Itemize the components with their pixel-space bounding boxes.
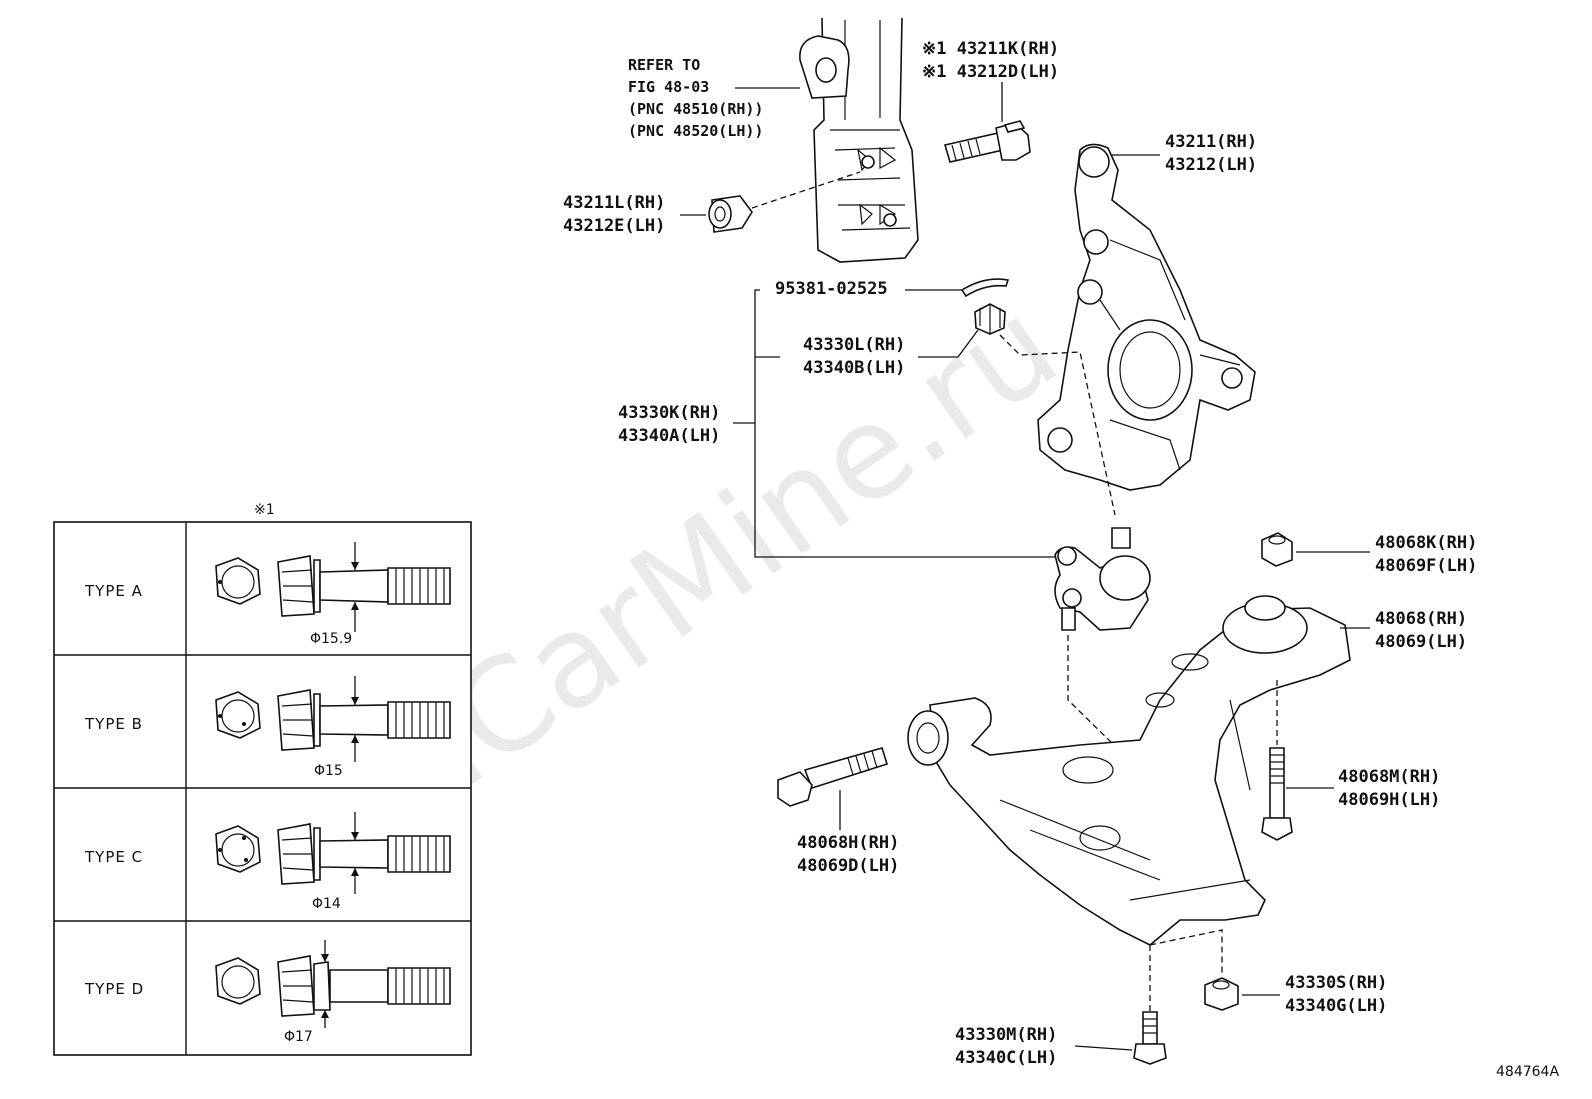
hex-nut-front-icon bbox=[215, 557, 261, 605]
bushing-callout: 43211L(RH) 43212E(LH) bbox=[563, 171, 861, 236]
wheel-bolt-side-icon bbox=[277, 676, 451, 762]
bushing-rh: 43211L(RH) bbox=[563, 193, 665, 213]
steering-knuckle-illustration bbox=[1037, 143, 1256, 491]
wheel-bolt-side-icon bbox=[277, 542, 451, 632]
strut-ref-line-2: FIG 48-03 bbox=[628, 78, 709, 96]
bottom-nut-illustration bbox=[1204, 977, 1239, 1011]
bolt-m-rh: 43330M(RH) bbox=[955, 1025, 1057, 1045]
cotter-pin-label: 95381-02525 bbox=[775, 279, 888, 299]
lower-arm-lh: 48069(LH) bbox=[1375, 632, 1467, 652]
type-label: TYPE C bbox=[84, 848, 143, 866]
bolt-type-table: ※1 TYPE A Φ15.9 bbox=[53, 502, 472, 1056]
table-row: TYPE D Φ17 bbox=[84, 940, 451, 1045]
hex-nut-front-icon bbox=[215, 825, 261, 873]
arm-bolt-h-rh: 48068H(RH) bbox=[797, 833, 899, 853]
arm-bolt-h-callout: 48068H(RH) 48069D(LH) bbox=[797, 790, 899, 876]
diagram-id: 484764A bbox=[1496, 1064, 1559, 1080]
cotter-pin-illustration bbox=[960, 278, 1010, 298]
bottom-bolt-illustration bbox=[1133, 1011, 1167, 1065]
vertical-bolt-illustration bbox=[1261, 747, 1293, 841]
bushing-lh: 43212E(LH) bbox=[563, 216, 665, 236]
hex-nut-front-icon bbox=[215, 691, 261, 739]
table-row: TYPE A Φ15.9 bbox=[84, 542, 451, 647]
arm-nut-illustration bbox=[1261, 532, 1293, 567]
wheel-bolt-side-icon bbox=[277, 812, 451, 894]
type-label: TYPE D bbox=[84, 980, 144, 998]
wheel-bolt-side-icon bbox=[277, 940, 451, 1028]
type-label: TYPE B bbox=[84, 715, 143, 733]
lower-arm-callout: 48068(RH) 48069(LH) bbox=[1340, 609, 1467, 652]
arm-bolt-h-lh: 48069D(LH) bbox=[797, 856, 899, 876]
arm-nut-rh: 48068K(RH) bbox=[1375, 533, 1477, 553]
nut-s-lh: 43340G(LH) bbox=[1285, 996, 1387, 1016]
strut-reference-callout: REFER TO FIG 48-03 (PNC 48510(RH)) (PNC … bbox=[628, 56, 800, 140]
ball-joint-lh: 43340A(LH) bbox=[618, 426, 720, 446]
table-note: ※1 bbox=[254, 502, 275, 518]
arm-bolt-m-lh: 48069H(LH) bbox=[1338, 790, 1440, 810]
bolt-k-rh: ※1 43211K(RH) bbox=[922, 39, 1059, 59]
arm-bolt-m-callout: 48068M(RH) 48069H(LH) bbox=[1286, 767, 1440, 810]
knuckle-rh: 43211(RH) bbox=[1165, 132, 1257, 152]
bolt-k-lh: ※1 43212D(LH) bbox=[922, 62, 1059, 82]
bolt-diameter: Φ14 bbox=[312, 896, 341, 912]
table-row: TYPE C Φ14 bbox=[84, 812, 451, 912]
hex-nut-front-icon bbox=[215, 957, 261, 1005]
bolt-m-lh: 43340C(LH) bbox=[955, 1048, 1057, 1068]
nut-s-rh: 43330S(RH) bbox=[1285, 973, 1387, 993]
knuckle-callout: 43211(RH) 43212(LH) bbox=[1112, 132, 1257, 175]
arm-bolt-m-rh: 48068M(RH) bbox=[1338, 767, 1440, 787]
bolt-diameter: Φ15 bbox=[314, 763, 343, 779]
knuckle-lh: 43212(LH) bbox=[1165, 155, 1257, 175]
ball-joint-illustration bbox=[1054, 527, 1151, 631]
arm-nut-lh: 48069F(LH) bbox=[1375, 556, 1477, 576]
castle-nut-illustration bbox=[974, 303, 1006, 335]
bolt-diameter: Φ17 bbox=[284, 1029, 313, 1045]
bolt-m-callout: 43330M(RH) 43340C(LH) bbox=[955, 1025, 1133, 1068]
strut-ref-line-1: REFER TO bbox=[628, 56, 700, 74]
bushing-illustration bbox=[708, 195, 753, 233]
ball-nut-lh: 43340B(LH) bbox=[803, 358, 905, 378]
strut-ref-line-4: (PNC 48520(LH)) bbox=[628, 122, 763, 140]
bolt-k-callout: ※1 43211K(RH) ※1 43212D(LH) bbox=[922, 39, 1059, 122]
type-label: TYPE A bbox=[84, 582, 143, 600]
lower-arm-rh: 48068(RH) bbox=[1375, 609, 1467, 629]
strut-ref-line-3: (PNC 48510(RH)) bbox=[628, 100, 763, 118]
strut-illustration bbox=[799, 17, 919, 263]
table-row: TYPE B Φ15 bbox=[84, 676, 451, 779]
lower-arm-illustration bbox=[907, 595, 1351, 946]
ball-joint-callouts: 95381-02525 43330L(RH) 43340B(LH) 43330K… bbox=[618, 279, 1116, 558]
nut-s-callout: 43330S(RH) 43340G(LH) bbox=[1242, 973, 1387, 1016]
bolt-diameter: Φ15.9 bbox=[310, 631, 352, 647]
ball-joint-rh: 43330K(RH) bbox=[618, 403, 720, 423]
arm-nut-callout: 48068K(RH) 48069F(LH) bbox=[1296, 533, 1477, 576]
ball-nut-rh: 43330L(RH) bbox=[803, 335, 905, 355]
knuckle-bolt-illustration bbox=[943, 120, 1031, 163]
horizontal-bolt-illustration bbox=[777, 747, 889, 807]
